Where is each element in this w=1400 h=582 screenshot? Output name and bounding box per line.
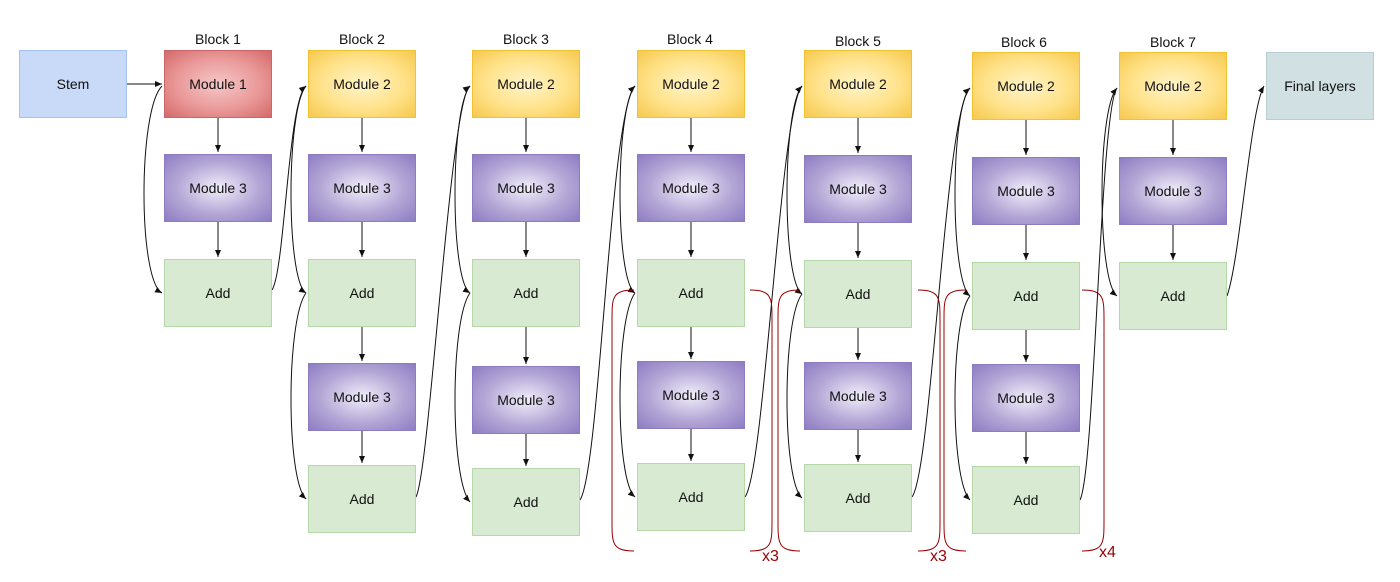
block4-module3-b: Module 3 bbox=[637, 361, 745, 429]
repeat-bracket-b6-left bbox=[943, 289, 967, 552]
block4-add-b: Add bbox=[637, 463, 745, 531]
block-label-4: Block 4 bbox=[667, 31, 713, 47]
skip-b5-a bbox=[786, 85, 803, 295]
block-label-3: Block 3 bbox=[503, 31, 549, 47]
skip-b4-b bbox=[619, 292, 636, 498]
block6-module3-a: Module 3 bbox=[972, 157, 1080, 225]
block6-add-b: Add bbox=[972, 466, 1080, 534]
block3-module2: Module 2 bbox=[472, 50, 580, 118]
block3-module3-b: Module 3 bbox=[472, 366, 580, 434]
block-label-6: Block 6 bbox=[1001, 34, 1047, 50]
skip-b4-a bbox=[619, 85, 636, 294]
block1-module3: Module 3 bbox=[164, 154, 272, 222]
block7-module2: Module 2 bbox=[1119, 52, 1227, 120]
skip-b3-b bbox=[454, 292, 471, 503]
block4-module3-a: Module 3 bbox=[637, 154, 745, 222]
block-label-5: Block 5 bbox=[835, 33, 881, 49]
skip-b6-a bbox=[954, 87, 971, 297]
block6-module3-b: Module 3 bbox=[972, 364, 1080, 432]
block2-add-a: Add bbox=[308, 259, 416, 327]
block2-add-b: Add bbox=[308, 465, 416, 533]
block4-module2: Module 2 bbox=[637, 50, 745, 118]
skip-b2-b bbox=[290, 292, 307, 500]
block-label-7: Block 7 bbox=[1150, 34, 1196, 50]
block6-module2: Module 2 bbox=[972, 52, 1080, 120]
skip-b1 bbox=[143, 85, 163, 294]
block5-module3-b: Module 3 bbox=[804, 362, 912, 430]
block3-module3-a: Module 3 bbox=[472, 154, 580, 222]
arrow-b5-to-b6 bbox=[911, 87, 971, 498]
arrow-b7-to-final bbox=[1226, 85, 1265, 297]
block-label-2: Block 2 bbox=[339, 31, 385, 47]
repeat-label-block6: x4 bbox=[1099, 544, 1116, 561]
block1-module1: Module 1 bbox=[164, 50, 272, 118]
arrow-b1-to-b2 bbox=[271, 85, 307, 291]
block2-module3-a: Module 3 bbox=[308, 154, 416, 222]
skip-b6-b bbox=[954, 295, 971, 501]
skip-b7 bbox=[1101, 87, 1118, 297]
repeat-bracket-b5-right bbox=[917, 289, 941, 552]
block2-module2: Module 2 bbox=[308, 50, 416, 118]
block5-module2: Module 2 bbox=[804, 50, 912, 118]
block4-add-a: Add bbox=[637, 259, 745, 327]
block6-add-a: Add bbox=[972, 262, 1080, 330]
repeat-bracket-b4-left bbox=[611, 289, 635, 552]
arrow-b3-to-b4 bbox=[579, 85, 636, 501]
skip-b3-a bbox=[454, 85, 471, 294]
final-layers-node: Final layers bbox=[1266, 52, 1374, 120]
repeat-bracket-b5-left bbox=[777, 289, 801, 552]
block2-module3-b: Module 3 bbox=[308, 363, 416, 431]
repeat-label-block4: x3 bbox=[762, 548, 779, 565]
block7-module3: Module 3 bbox=[1119, 157, 1227, 225]
block7-add: Add bbox=[1119, 262, 1227, 330]
block5-module3-a: Module 3 bbox=[804, 155, 912, 223]
repeat-bracket-b6-right bbox=[1081, 289, 1105, 552]
repeat-label-block5: x3 bbox=[930, 548, 947, 565]
block5-add-b: Add bbox=[804, 464, 912, 532]
block-label-1: Block 1 bbox=[195, 31, 241, 47]
block3-add-a: Add bbox=[472, 259, 580, 327]
block1-add: Add bbox=[164, 259, 272, 327]
block3-add-b: Add bbox=[472, 468, 580, 536]
arrow-b2-to-b3 bbox=[415, 85, 471, 498]
skip-b2-a bbox=[290, 85, 307, 294]
stem-node: Stem bbox=[19, 50, 127, 118]
skip-b5-b bbox=[786, 293, 803, 499]
arrow-b6-to-b7 bbox=[1079, 87, 1118, 501]
repeat-bracket-b4-right bbox=[749, 289, 773, 552]
block5-add-a: Add bbox=[804, 260, 912, 328]
arrow-b4-to-b5 bbox=[744, 85, 803, 498]
